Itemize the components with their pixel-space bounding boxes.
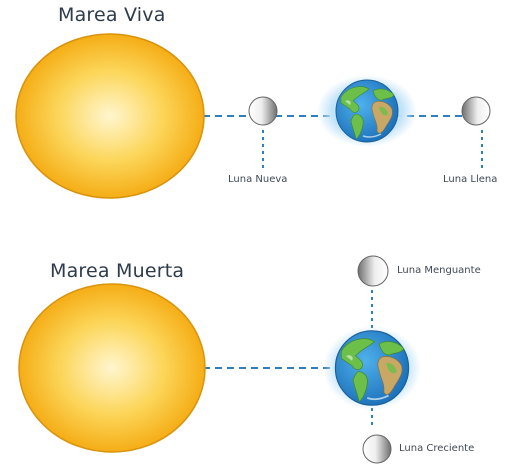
waning-moon (358, 256, 388, 286)
waxing-moon-label: Luna Creciente (399, 443, 474, 454)
spring-tide-title: Marea Viva (58, 4, 166, 26)
full-moon (462, 97, 490, 125)
waning-moon-label: Luna Menguante (397, 265, 481, 276)
new-moon (249, 97, 277, 125)
waxing-moon (363, 435, 391, 463)
neap-tide-title: Marea Muerta (50, 260, 184, 282)
sun-neap (19, 284, 205, 452)
full-moon-label: Luna Llena (443, 174, 497, 185)
sun-spring (16, 34, 204, 198)
earth-neap (323, 326, 421, 410)
earth-spring (317, 75, 417, 147)
new-moon-label: Luna Nueva (228, 174, 287, 185)
